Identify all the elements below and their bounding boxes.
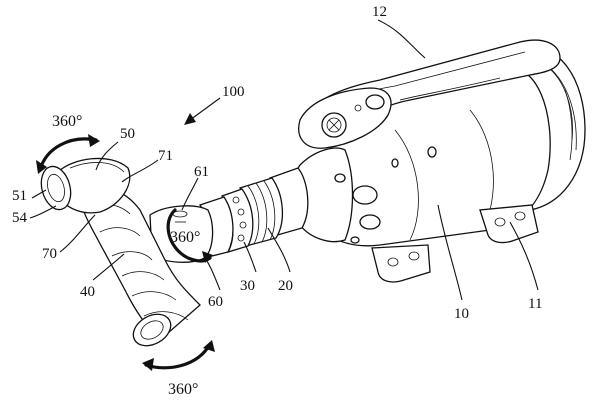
mounting-feet (371, 204, 539, 283)
rotation-arrow-top-left (36, 134, 100, 174)
label-70: 70 (42, 246, 57, 262)
label-61: 61 (194, 164, 209, 180)
flex-hose (57, 157, 201, 341)
rotation-label-top-left: 360° (52, 113, 82, 130)
label-54: 54 (12, 210, 28, 226)
label-12: 12 (372, 4, 387, 20)
label-20: 20 (278, 278, 293, 294)
rotation-arrow-bottom (142, 340, 215, 371)
label-11: 11 (528, 296, 542, 312)
label-51: 51 (12, 188, 27, 204)
rotation-arrow-middle (166, 208, 213, 263)
handle (298, 39, 561, 149)
label-10: 10 (454, 306, 469, 322)
label-71: 71 (158, 148, 173, 164)
front-coupling (198, 167, 309, 259)
rotation-label-bottom: 360° (168, 381, 198, 398)
label-50: 50 (120, 126, 135, 142)
label-30: 30 (240, 278, 255, 294)
label-60: 60 (208, 294, 223, 310)
rotation-label-middle: 360° (170, 229, 200, 246)
label-40: 40 (80, 284, 95, 300)
end-nozzles (40, 165, 172, 347)
leader-lines (29, 19, 539, 301)
rotary-joint (149, 205, 214, 263)
label-100: 100 (222, 84, 245, 100)
